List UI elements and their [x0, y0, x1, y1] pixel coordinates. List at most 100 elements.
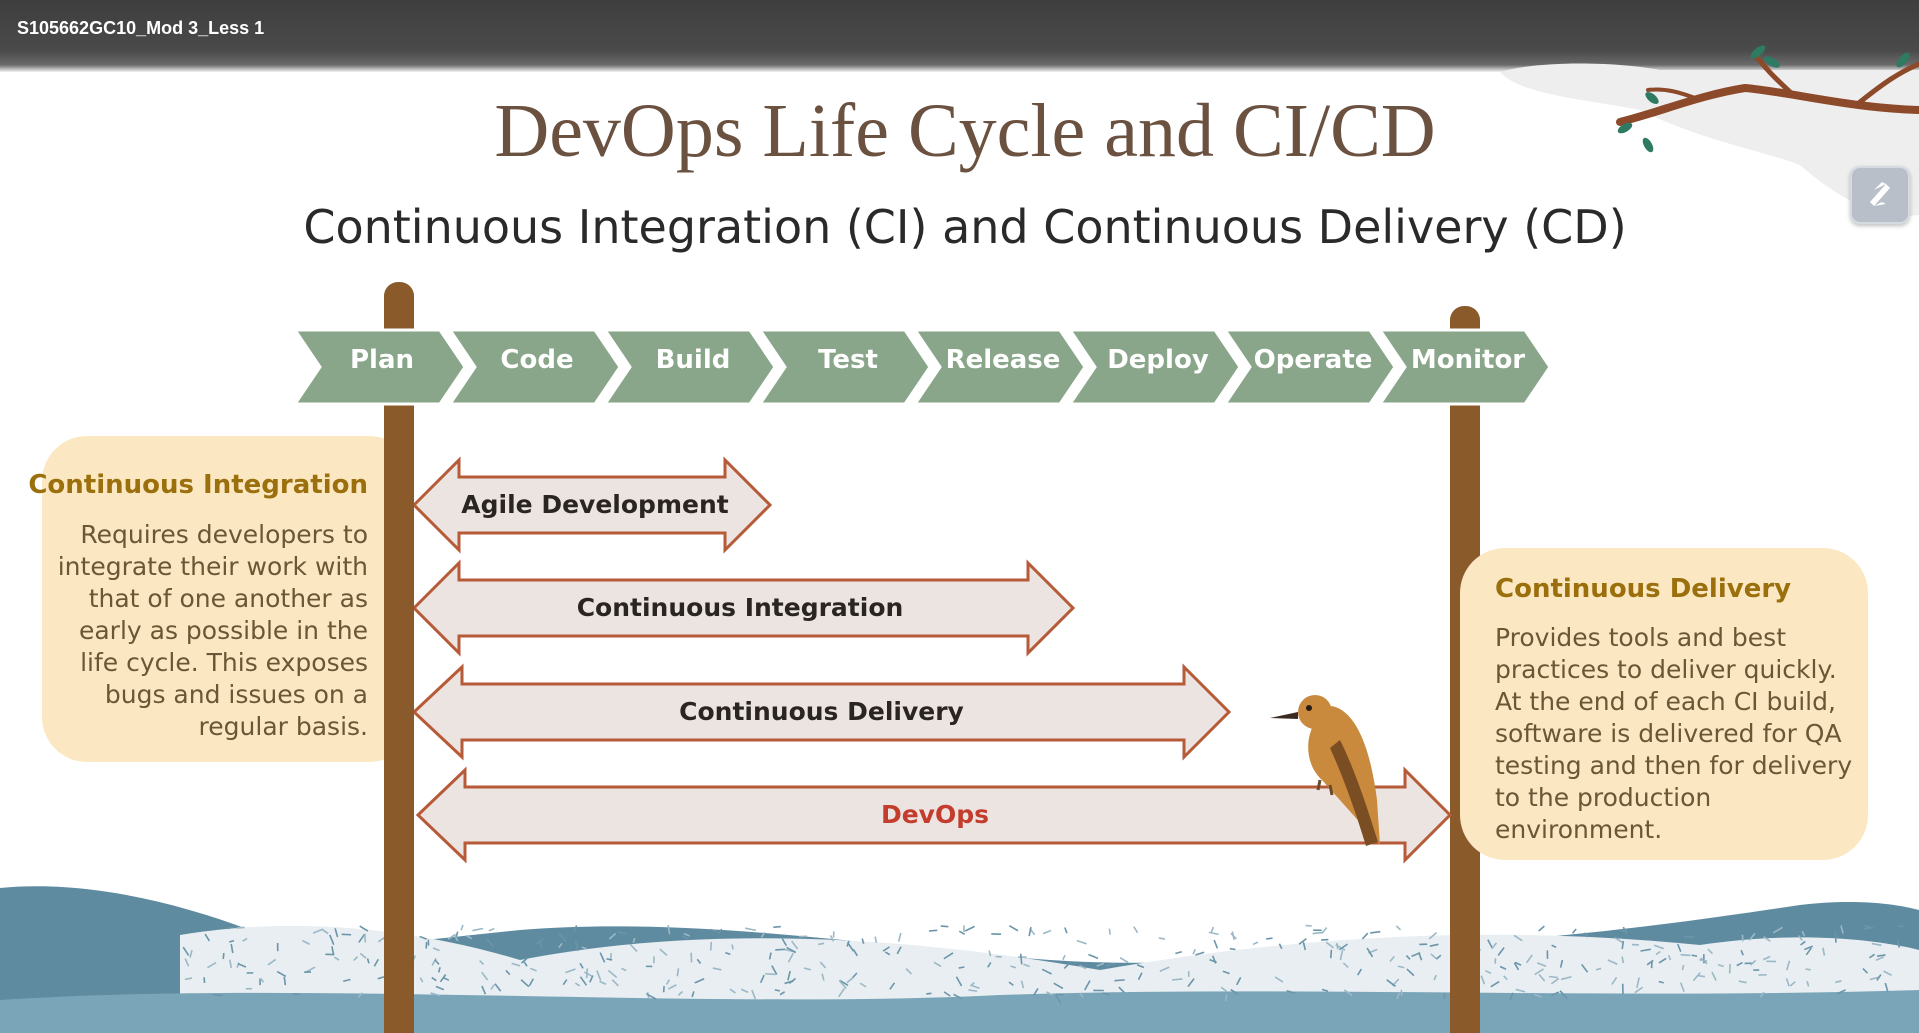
grass-mark [676, 968, 680, 977]
window-title: S105662GC10_Mod 3_Less 1 [17, 18, 265, 38]
agile-development-label: Agile Development [461, 490, 729, 519]
grass-mark [276, 970, 287, 978]
grass-mark [787, 970, 791, 981]
grass-mark [1366, 947, 1374, 958]
grass-mark [184, 977, 193, 981]
grass-mark [585, 968, 589, 979]
grass-mark [1339, 950, 1344, 961]
swirl-logo-button[interactable] [1850, 166, 1910, 224]
grass-mark [683, 932, 690, 937]
grass-mark [490, 984, 495, 990]
grass-mark [818, 942, 825, 946]
grass-mark [565, 968, 576, 974]
grass-mark [1497, 947, 1505, 957]
grass-mark [1266, 937, 1273, 940]
grass-mark [696, 958, 702, 964]
grass-mark [1430, 953, 1437, 959]
grass-mark [419, 977, 424, 983]
grass-mark [1883, 970, 1893, 977]
grass-mark [1762, 955, 1771, 961]
grass-mark [1395, 925, 1402, 931]
grass-mark [1804, 945, 1814, 951]
grass-mark [453, 935, 459, 942]
cd-info-text: Provides tools and best practices to del… [1495, 623, 1853, 844]
grass-mark [1336, 942, 1339, 950]
grass-mark [573, 925, 578, 932]
grass-mark [465, 934, 473, 940]
grass-mark [740, 988, 749, 994]
grass-mark [460, 924, 464, 931]
grass-mark [607, 969, 618, 979]
grass-mark [1548, 975, 1558, 979]
grass-mark [521, 957, 528, 964]
grass-mark [1252, 941, 1259, 946]
grass-mark [1800, 940, 1806, 946]
grass-mark [447, 933, 456, 940]
grass-mark [1046, 991, 1053, 996]
grass-mark [896, 946, 902, 955]
grass-mark [1338, 943, 1348, 951]
grass-mark [1484, 969, 1492, 975]
grass-mark [1105, 962, 1116, 967]
grass-mark [971, 984, 980, 989]
grass-mark [709, 941, 713, 951]
grass-mark [343, 978, 351, 983]
grass-mark [1411, 952, 1421, 958]
lifecycle-phases [292, 328, 1552, 406]
grass-mark [1798, 935, 1804, 942]
grass-texture [182, 924, 1904, 1004]
grass-mark [659, 948, 668, 956]
grass-mark [1560, 975, 1572, 981]
grass-mark [987, 962, 992, 968]
grass-mark [1806, 980, 1810, 987]
grass-mark [583, 971, 593, 977]
grass-mark [1175, 950, 1182, 955]
grass-mark [1187, 978, 1195, 988]
grass-mark [1010, 965, 1017, 969]
grass-mark [1220, 986, 1228, 993]
grass-mark [331, 946, 335, 956]
grass-mark [562, 979, 568, 986]
grass-mark [1692, 972, 1701, 982]
grass-mark [943, 952, 954, 960]
grass-mark [694, 978, 705, 984]
grass-mark [784, 980, 794, 985]
grass-mark [431, 976, 437, 982]
grass-mark [1789, 981, 1796, 987]
grass-mark [599, 952, 606, 963]
grass-mark [955, 976, 963, 987]
grass-mark [189, 949, 193, 958]
grass-mark [709, 928, 718, 932]
grass-mark [1370, 930, 1381, 934]
grass-mark [751, 989, 757, 1001]
grass-mark [596, 970, 602, 981]
grass-mark [430, 992, 441, 997]
phase-deploy: Deploy [1107, 345, 1209, 375]
ci-info-heading: Continuous Integration [28, 470, 368, 500]
grass-mark [1691, 954, 1698, 958]
tree-branch-icon [1616, 45, 1919, 153]
phase-chevron-code [447, 328, 622, 406]
grass-mark [691, 991, 695, 998]
grass-mark [1041, 968, 1052, 975]
grass-mark [665, 979, 670, 985]
grass-mark [1514, 961, 1522, 966]
phase-chevron-plan [292, 328, 467, 406]
grass-mark [1329, 949, 1333, 959]
grass-mark [1429, 943, 1439, 947]
grass-mark [958, 966, 965, 969]
grass-mark [667, 984, 677, 990]
grass-mark [953, 993, 963, 1000]
grass-mark [539, 942, 543, 949]
grass-mark [182, 946, 190, 956]
grass-mark [1875, 956, 1885, 962]
grass-mark [1680, 953, 1691, 957]
grass-mark [1079, 964, 1087, 970]
devops-label: DevOps [880, 800, 990, 829]
grass-mark [717, 928, 723, 935]
grass-mark [558, 932, 567, 943]
grass-mark [377, 936, 386, 943]
grass-mark [791, 940, 799, 950]
agile-development-arrow [411, 456, 773, 554]
grass-mark [829, 935, 835, 942]
